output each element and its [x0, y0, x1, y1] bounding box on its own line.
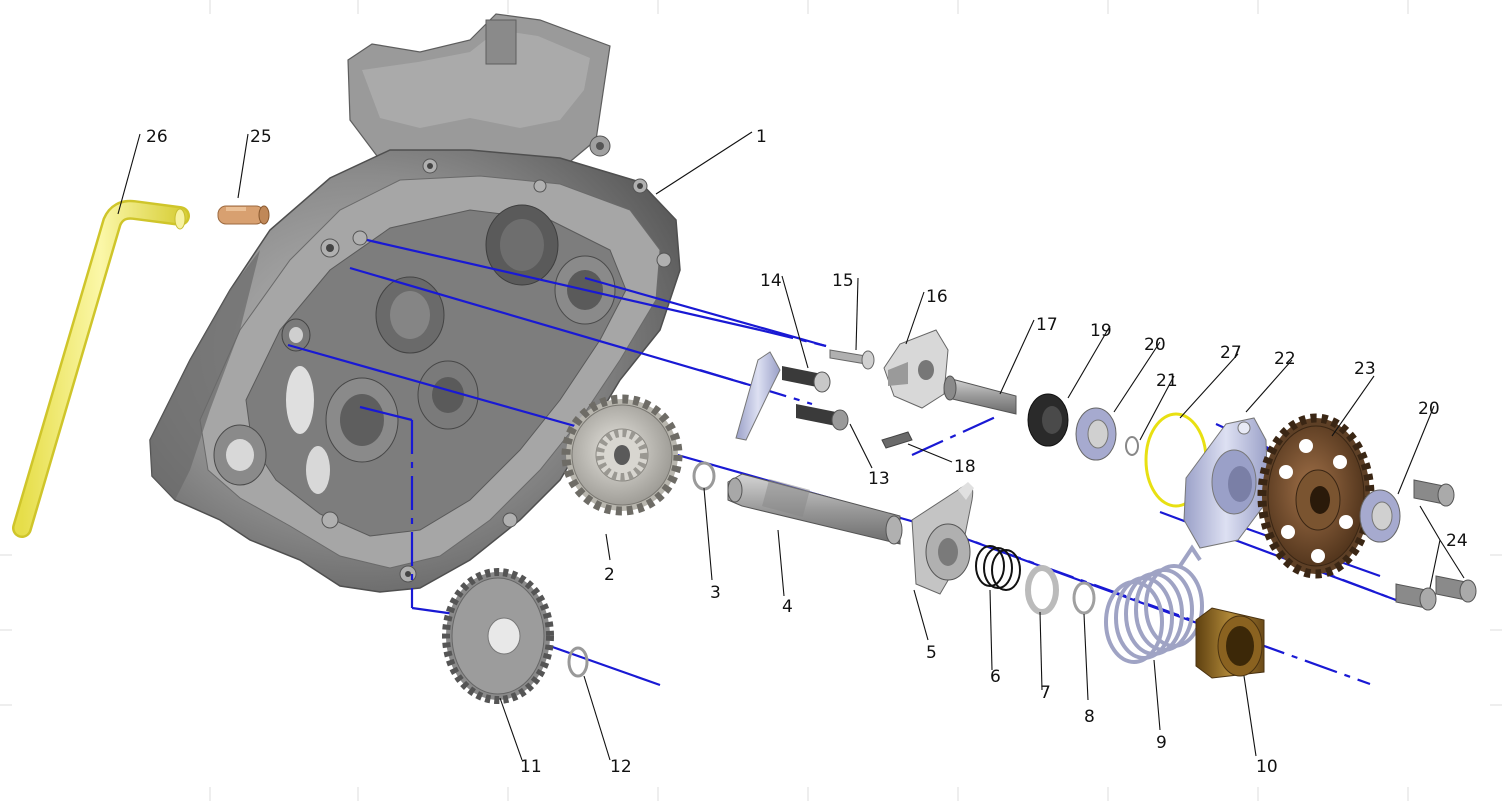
callout-20b: 20 [1418, 399, 1440, 419]
callout-11: 11 [520, 757, 542, 777]
part-17-pin [943, 375, 1017, 415]
callout-24: 24 [1446, 531, 1468, 551]
callout-22: 22 [1274, 349, 1296, 369]
part-20b-bearing [1359, 489, 1401, 543]
part-4-shaft [727, 473, 903, 545]
callout-17: 17 [1036, 315, 1058, 335]
callout-12: 12 [610, 757, 632, 777]
callout-19: 19 [1090, 321, 1112, 341]
part-5-ratchet [911, 482, 974, 595]
part-7-washer [1025, 565, 1059, 615]
part-21-circlip [1125, 436, 1139, 456]
callout-7: 7 [1040, 683, 1051, 703]
callout-23: 23 [1354, 359, 1376, 379]
part-24-cap-screws [1395, 479, 1477, 611]
part-1-crankcase [149, 13, 681, 593]
part-9-coil-spring [1104, 544, 1204, 664]
part-25-brass-fitting [217, 205, 270, 225]
leader-lines [117, 131, 1465, 761]
callout-4: 4 [782, 597, 793, 617]
callout-3: 3 [710, 583, 721, 603]
part-19-seal [1027, 393, 1069, 447]
part-16-cam [883, 329, 949, 409]
part-26-hose [12, 199, 190, 538]
part-12-circlip [567, 646, 589, 678]
callout-16: 16 [926, 287, 948, 307]
part-22-housing [1183, 417, 1269, 549]
part-3-circlip [692, 461, 716, 491]
callout-27: 27 [1220, 343, 1242, 363]
part-8-washer [1072, 581, 1096, 615]
callout-1: 1 [756, 127, 767, 147]
callout-5: 5 [926, 643, 937, 663]
callout-15: 15 [832, 271, 854, 291]
part-20-bearing [1075, 407, 1117, 461]
callout-10: 10 [1256, 757, 1278, 777]
part-11-gear [442, 568, 554, 704]
callout-6: 6 [990, 667, 1001, 687]
part-10-bushing [1195, 607, 1265, 679]
callout-26: 26 [146, 127, 168, 147]
callout-9: 9 [1156, 733, 1167, 753]
callout-8: 8 [1084, 707, 1095, 727]
callout-14: 14 [760, 271, 782, 291]
part-15-screw [829, 349, 875, 370]
part-23-sprocket [1257, 413, 1375, 579]
callout-20: 20 [1144, 335, 1166, 355]
part-13-bolt [796, 404, 849, 431]
callout-21: 21 [1156, 371, 1178, 391]
part-6-spring [975, 545, 1021, 591]
part-14-lever [735, 351, 831, 441]
callout-13: 13 [868, 469, 890, 489]
part-2-gear [561, 394, 683, 516]
part-18-dowel [881, 431, 913, 449]
callout-18: 18 [954, 457, 976, 477]
callout-2: 2 [604, 565, 615, 585]
callout-labels: 1 2 3 4 5 6 7 8 9 10 11 12 13 14 15 16 1… [146, 127, 1468, 777]
callout-25: 25 [250, 127, 272, 147]
